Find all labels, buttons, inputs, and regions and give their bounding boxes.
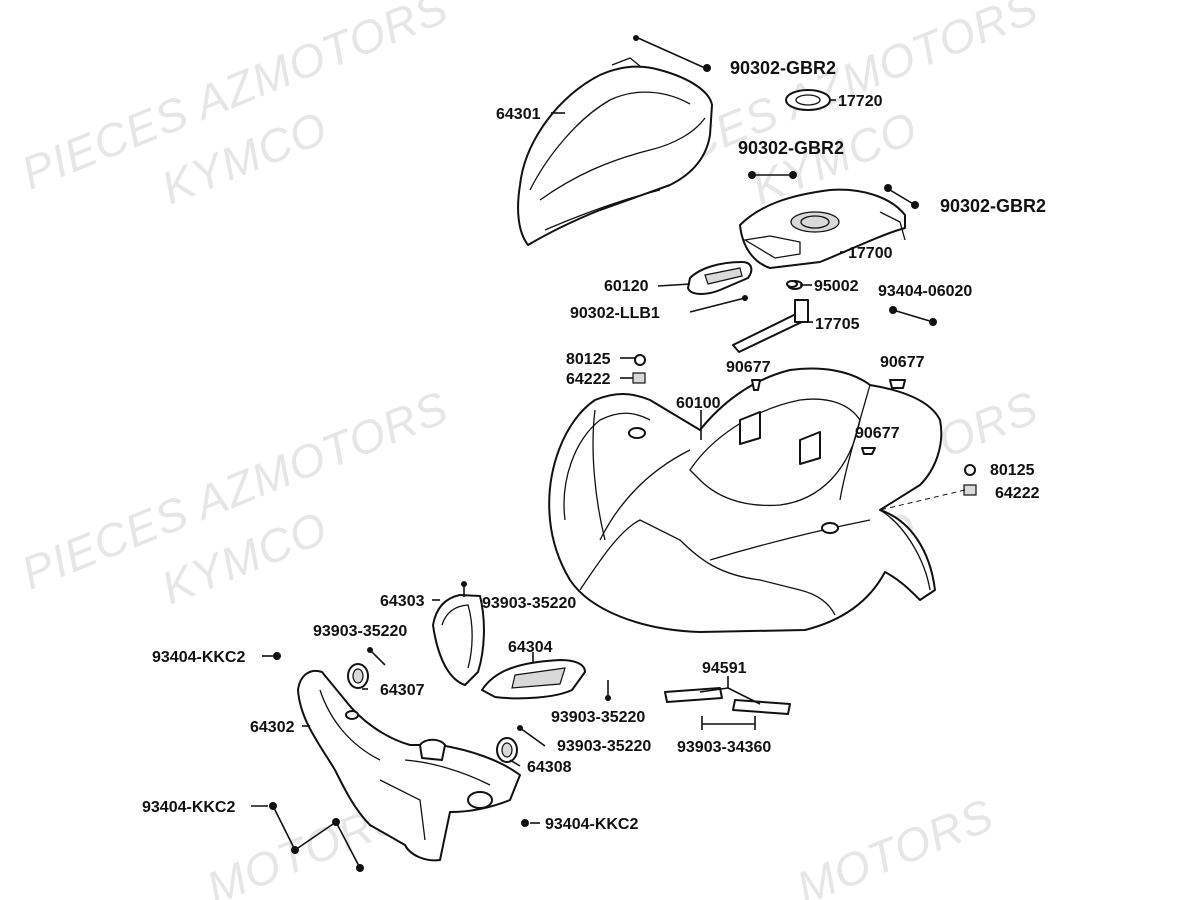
label-64222-left: 64222	[566, 371, 611, 388]
label-93404-kkc2-b: 93404-KKC2	[142, 799, 235, 816]
label-80125-right: 80125	[990, 462, 1035, 479]
label-80125-left: 80125	[566, 351, 611, 368]
label-90677-right: 90677	[880, 354, 925, 371]
label-90302-gbr2-mid: 90302-GBR2	[738, 138, 844, 158]
label-17700: 17700	[848, 245, 893, 262]
label-90302-llb1: 90302-LLB1	[570, 305, 660, 322]
part-64301-front-cover	[517, 57, 713, 246]
label-93903-34360: 93903-34360	[677, 739, 771, 756]
label-60120: 60120	[604, 278, 649, 295]
part-64304-grille	[481, 659, 586, 700]
label-17705: 17705	[815, 316, 860, 333]
label-60100: 60100	[676, 395, 721, 412]
label-90677-left: 90677	[726, 359, 771, 376]
label-93903-35220-b: 93903-35220	[313, 623, 407, 640]
label-95002: 95002	[814, 278, 859, 295]
part-64303-side-cover	[432, 594, 485, 686]
part-60100-front-fender	[548, 367, 943, 633]
part-64308-light	[496, 737, 518, 763]
label-90302-gbr2-top: 90302-GBR2	[730, 58, 836, 78]
watermark-bottom-right: MOTORS	[789, 788, 1000, 900]
label-64302: 64302	[250, 719, 295, 736]
label-90302-gbr2-right: 90302-GBR2	[940, 196, 1046, 216]
fasteners-group	[269, 35, 977, 872]
label-64307: 64307	[380, 682, 425, 699]
label-93903-35220-c: 93903-35220	[551, 709, 645, 726]
label-93903-35220-a: 93903-35220	[482, 595, 576, 612]
label-64304: 64304	[508, 639, 553, 656]
label-64301: 64301	[496, 106, 541, 123]
part-labels: 90302-GBR2 17720 64301 90302-GBR2 90302-…	[142, 58, 1046, 833]
part-17700-tank-cover	[739, 188, 906, 269]
part-17705-hose	[732, 280, 809, 353]
label-93903-35220-d: 93903-35220	[557, 738, 651, 755]
leader-lines	[251, 99, 845, 824]
part-64307-light	[347, 663, 369, 689]
label-17720: 17720	[838, 93, 883, 110]
label-93404-kkc2-c: 93404-KKC2	[545, 816, 638, 833]
part-94591-straps	[664, 687, 791, 715]
part-17720-ring	[785, 89, 831, 111]
label-93404-kkc2-a: 93404-KKC2	[152, 649, 245, 666]
label-64222-right: 64222	[995, 485, 1040, 502]
part-60120-switch-panel	[687, 261, 753, 295]
label-90677-mid: 90677	[855, 425, 900, 442]
label-64303: 64303	[380, 593, 425, 610]
label-64308: 64308	[527, 759, 572, 776]
label-94591: 94591	[702, 660, 747, 677]
part-64302-front-bumper	[297, 670, 521, 862]
label-93404-06020: 93404-06020	[878, 283, 972, 300]
